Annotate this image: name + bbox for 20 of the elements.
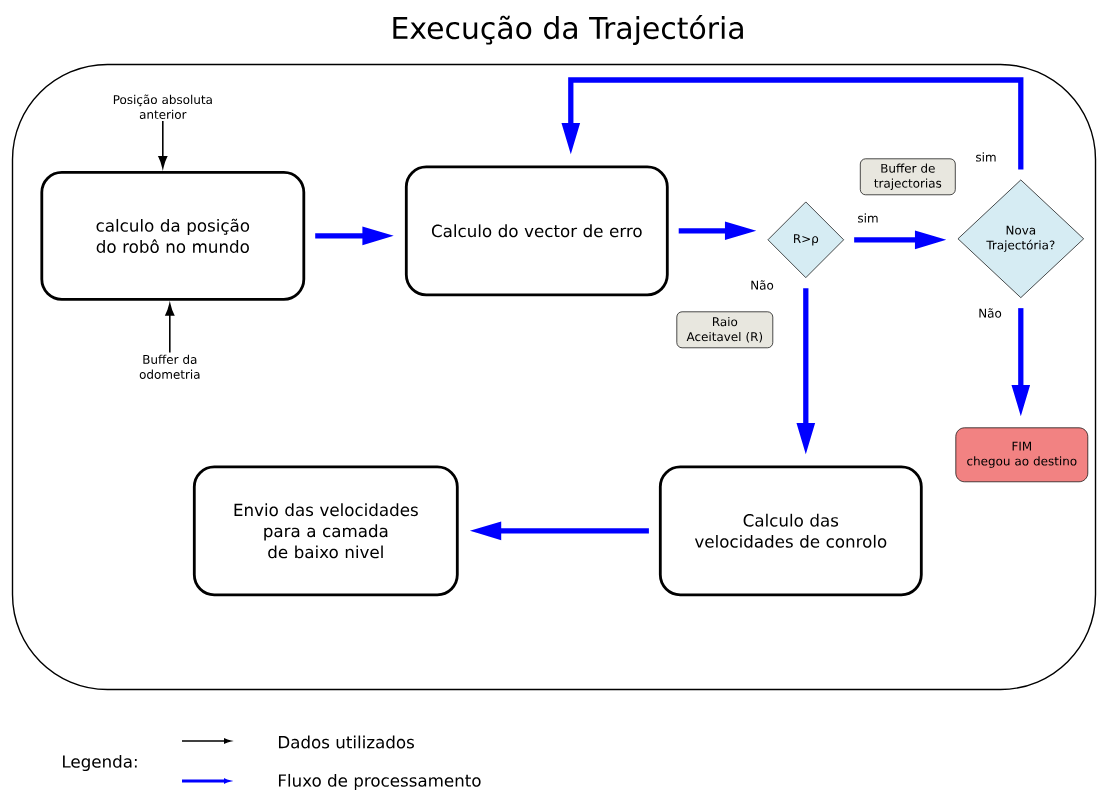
legend-text: Dados utilizados [279, 735, 414, 749]
note-box: Buffer de trajectorias [859, 158, 956, 196]
note-box: Raio Aceitavel (R) [676, 311, 774, 349]
edge-label: Não [748, 278, 776, 292]
edge-label: Não [976, 306, 1004, 320]
process-box: calculo da posição do robô no mundo [40, 170, 306, 301]
title: Execução da Trajectória [393, 14, 743, 46]
legend-text: Fluxo de processamento [279, 773, 481, 790]
rounded-frame [11, 63, 1097, 691]
end-box: FIM chegou ao destino [955, 427, 1089, 483]
legend-heading: Legenda: [63, 754, 137, 772]
process-box: Calculo das velocidades de conrolo [658, 465, 923, 597]
arrow [165, 303, 175, 354]
input-label: Posição absoluta anterior [113, 94, 212, 119]
edge-label: sim [855, 211, 881, 225]
process-box: Envio das velocidades para a camada de baixo nivel [192, 465, 459, 597]
edge-label: sim [973, 150, 999, 164]
process-box: Calculo do vector de erro [404, 165, 669, 297]
input-label: Buffer da odometria [139, 354, 200, 379]
arrow [158, 120, 168, 169]
